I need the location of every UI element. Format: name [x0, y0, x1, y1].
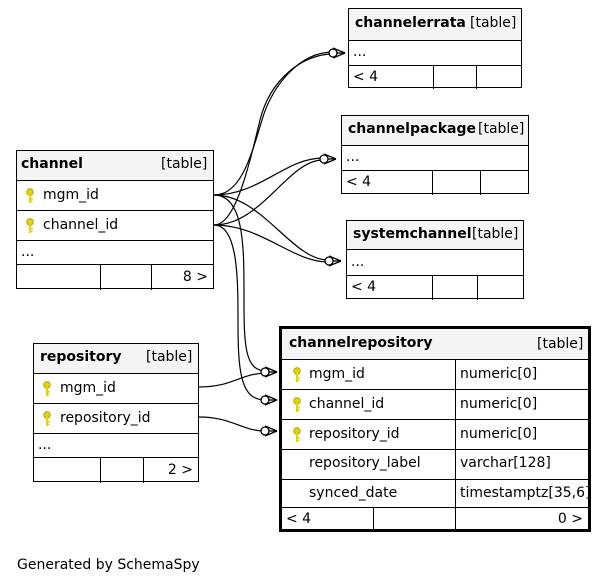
column-name: mgm_id	[60, 380, 116, 396]
column-row-mgm_id[interactable]: mgm_id	[17, 180, 213, 210]
table-header: channel [table]	[17, 151, 213, 180]
column-row-repository_id[interactable]: repository_id numeric[0]	[282, 419, 588, 449]
columns-placeholder-row: ...	[17, 240, 213, 264]
columns-placeholder-row: ...	[342, 145, 528, 170]
column-datatype: timestamptz[35,6]	[460, 485, 591, 501]
edge-channel-channelerrata	[213, 51, 334, 196]
primary-key-icon	[43, 411, 51, 426]
parents-count[interactable]: < 4	[353, 69, 379, 85]
edge-channel-channelpackage-2	[213, 159, 324, 226]
table-footer: < 4	[342, 170, 528, 195]
table-type: [table]	[470, 15, 517, 31]
children-count[interactable]: 0 >	[557, 511, 583, 527]
table-footer: < 4 0 >	[282, 507, 588, 532]
table-header: channelpackage [table]	[342, 116, 528, 145]
columns-placeholder-row: ...	[347, 249, 523, 275]
edge-channel-systemchannel-2	[213, 224, 329, 263]
column-row-synced_date[interactable]: synced_date timestamptz[35,6]	[282, 479, 591, 507]
primary-key-icon	[293, 427, 301, 442]
table-type: [table]	[472, 226, 519, 242]
columns-placeholder-row: ...	[349, 40, 521, 65]
table-name[interactable]: repository	[40, 349, 122, 365]
columns-placeholder-row: ...	[34, 433, 198, 457]
column-datatype: numeric[0]	[460, 396, 538, 412]
primary-key-icon	[43, 381, 51, 396]
columns-placeholder: ...	[353, 44, 367, 60]
table-channel[interactable]: channel [table] mgm_id channel_id ... 8 …	[16, 150, 214, 290]
column-name: channel_id	[309, 396, 385, 412]
edge-channel-channelpackage	[213, 157, 324, 196]
table-systemchannel[interactable]: systemchannel [table] ... < 4	[346, 220, 524, 300]
column-name: repository_label	[309, 455, 421, 471]
table-channelerrata[interactable]: channelerrata [table] ... < 4	[348, 8, 522, 89]
table-channelpackage[interactable]: channelpackage [table] ... < 4	[341, 115, 529, 195]
edge-channel-channelrepository-channel	[213, 224, 266, 401]
columns-placeholder: ...	[38, 437, 52, 453]
table-repository[interactable]: repository [table] mgm_id repository_id …	[33, 343, 199, 483]
column-name: mgm_id	[43, 187, 99, 203]
columns-placeholder: ...	[351, 254, 365, 270]
column-row-repository_label[interactable]: repository_label varchar[128]	[282, 449, 588, 479]
edge-channel-systemchannel	[213, 194, 329, 261]
children-count[interactable]: 2 >	[167, 462, 193, 478]
table-header: channelrepository [table]	[282, 329, 588, 359]
primary-key-icon	[293, 367, 301, 382]
edge-channel-channelerrata-2	[213, 53, 334, 226]
table-type: [table]	[161, 156, 208, 172]
column-row-mgm_id[interactable]: mgm_id numeric[0]	[282, 359, 588, 389]
table-name[interactable]: channelpackage	[348, 121, 476, 137]
edge-channel-channelrepository-mgm	[213, 194, 266, 372]
column-row-channel_id[interactable]: channel_id numeric[0]	[282, 389, 588, 419]
table-type: [table]	[537, 336, 584, 352]
parents-count[interactable]: < 4	[286, 511, 312, 527]
table-type: [table]	[478, 121, 525, 137]
column-datatype: varchar[128]	[460, 455, 551, 471]
table-footer: 2 >	[34, 457, 198, 483]
column-name: mgm_id	[309, 366, 365, 382]
column-row-channel_id[interactable]: channel_id	[17, 210, 213, 240]
edge-repository-channelrepository-repo	[198, 416, 266, 432]
columns-placeholder: ...	[21, 244, 35, 260]
table-footer: < 4	[349, 65, 521, 89]
table-header: systemchannel [table]	[347, 221, 523, 249]
table-name[interactable]: systemchannel	[353, 226, 472, 242]
column-name: repository_id	[60, 410, 151, 426]
table-header: repository [table]	[34, 344, 198, 373]
parents-count[interactable]: < 4	[346, 174, 372, 190]
column-datatype: numeric[0]	[460, 366, 538, 382]
generated-by-footer: Generated by SchemaSpy	[17, 557, 200, 573]
primary-key-icon	[293, 397, 301, 412]
table-name[interactable]: channelerrata	[355, 15, 466, 31]
table-footer: < 4	[347, 275, 523, 300]
column-row-mgm_id[interactable]: mgm_id	[34, 373, 198, 403]
table-header: channelerrata [table]	[349, 9, 521, 40]
children-count[interactable]: 8 >	[182, 269, 208, 285]
table-name[interactable]: channel	[21, 156, 83, 172]
edge-repository-channelrepository-mgm	[198, 372, 266, 388]
table-name[interactable]: channelrepository	[289, 335, 433, 351]
primary-key-icon	[26, 218, 34, 233]
column-datatype: numeric[0]	[460, 426, 538, 442]
table-footer: 8 >	[17, 264, 213, 290]
columns-placeholder: ...	[346, 149, 360, 165]
table-channelrepository[interactable]: channelrepository [table] mgm_id numeric…	[279, 326, 591, 532]
column-name: synced_date	[309, 485, 398, 501]
column-name: channel_id	[43, 217, 119, 233]
column-row-repository_id[interactable]: repository_id	[34, 403, 198, 433]
parents-count[interactable]: < 4	[351, 279, 377, 295]
primary-key-icon	[26, 188, 34, 203]
column-name: repository_id	[309, 426, 400, 442]
table-type: [table]	[146, 349, 193, 365]
